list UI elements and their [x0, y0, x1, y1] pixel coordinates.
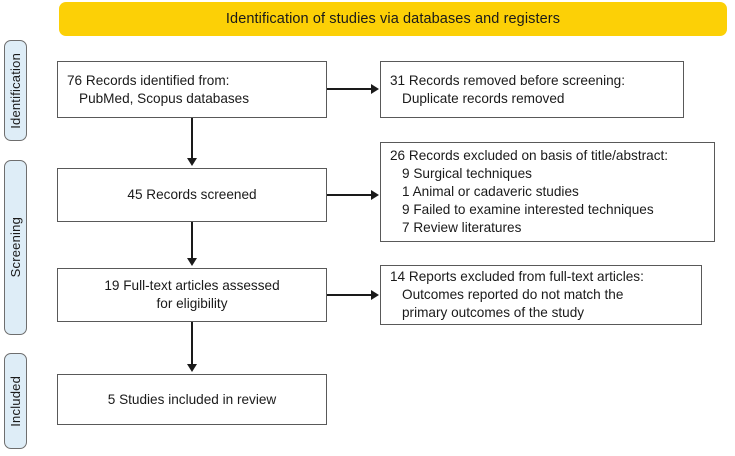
- connector-identified-to-screened-arrow: [187, 158, 197, 166]
- node-records-excluded-reason-2: 1 Animal or cadaveric studies: [402, 184, 579, 200]
- connector-screened-to-excluded-line: [327, 194, 372, 196]
- node-reports-excluded-line-2: Outcomes reported do not match the: [402, 287, 624, 303]
- node-records-excluded-reason-1: 9 Surgical techniques: [402, 166, 532, 182]
- node-fulltext-assessed-line-2: for eligibility: [156, 296, 228, 311]
- node-records-excluded: 26 Records excluded on basis of title/ab…: [380, 142, 715, 242]
- node-records-excluded-reason-3: 9 Failed to examine interested technique…: [402, 201, 654, 217]
- node-studies-included-line-1: 5 Studies included in review: [107, 391, 277, 407]
- stage-tab-screening: Screening: [4, 160, 27, 335]
- node-records-removed: 31 Records removed before screening: Dup…: [380, 61, 684, 118]
- diagram-title: Identification of studies via databases …: [225, 11, 561, 27]
- node-records-excluded-header: 26 Records excluded on basis of title/ab…: [390, 148, 669, 164]
- node-studies-included: 5 Studies included in review: [57, 374, 327, 425]
- connector-identified-to-removed-line: [327, 88, 372, 90]
- node-reports-excluded-line-3: primary outcomes of the study: [402, 304, 585, 320]
- stage-tab-included: Included: [4, 353, 27, 449]
- stage-tab-identification: Identification: [4, 40, 27, 141]
- connector-fulltext-to-included-arrow: [187, 364, 197, 372]
- node-records-removed-line-2: Duplicate records removed: [402, 90, 565, 106]
- connector-identified-to-screened-line: [191, 118, 193, 160]
- stage-label-identification: Identification: [8, 52, 23, 129]
- connector-identified-to-removed-arrow: [371, 84, 379, 94]
- stage-label-included: Included: [8, 375, 23, 427]
- node-records-removed-line-1: 31 Records removed before screening:: [390, 72, 625, 88]
- node-records-identified: 76 Records identified from: PubMed, Scop…: [57, 61, 327, 118]
- connector-fulltext-to-reports-arrow: [371, 290, 379, 300]
- connector-fulltext-to-included-line: [191, 322, 193, 366]
- stage-label-screening: Screening: [8, 217, 23, 278]
- node-records-identified-line-1: 76 Records identified from:: [67, 72, 230, 88]
- node-reports-excluded-line-1: 14 Reports excluded from full-text artic…: [390, 269, 644, 285]
- diagram-header-banner: Identification of studies via databases …: [59, 2, 727, 36]
- connector-screened-to-fulltext-arrow: [187, 258, 197, 266]
- node-fulltext-assessed: 19 Full-text articles assessed for eligi…: [57, 268, 327, 322]
- node-records-identified-line-2: PubMed, Scopus databases: [79, 90, 250, 106]
- connector-fulltext-to-reports-line: [327, 294, 372, 296]
- node-records-excluded-reason-4: 7 Review literatures: [402, 219, 522, 235]
- connector-screened-to-fulltext-line: [191, 222, 193, 260]
- node-records-screened: 45 Records screened: [57, 168, 327, 222]
- node-reports-excluded: 14 Reports excluded from full-text artic…: [380, 265, 702, 325]
- connector-screened-to-excluded-arrow: [371, 190, 379, 200]
- node-fulltext-assessed-line-1: 19 Full-text articles assessed: [104, 278, 280, 294]
- node-records-screened-line-1: 45 Records screened: [127, 187, 257, 203]
